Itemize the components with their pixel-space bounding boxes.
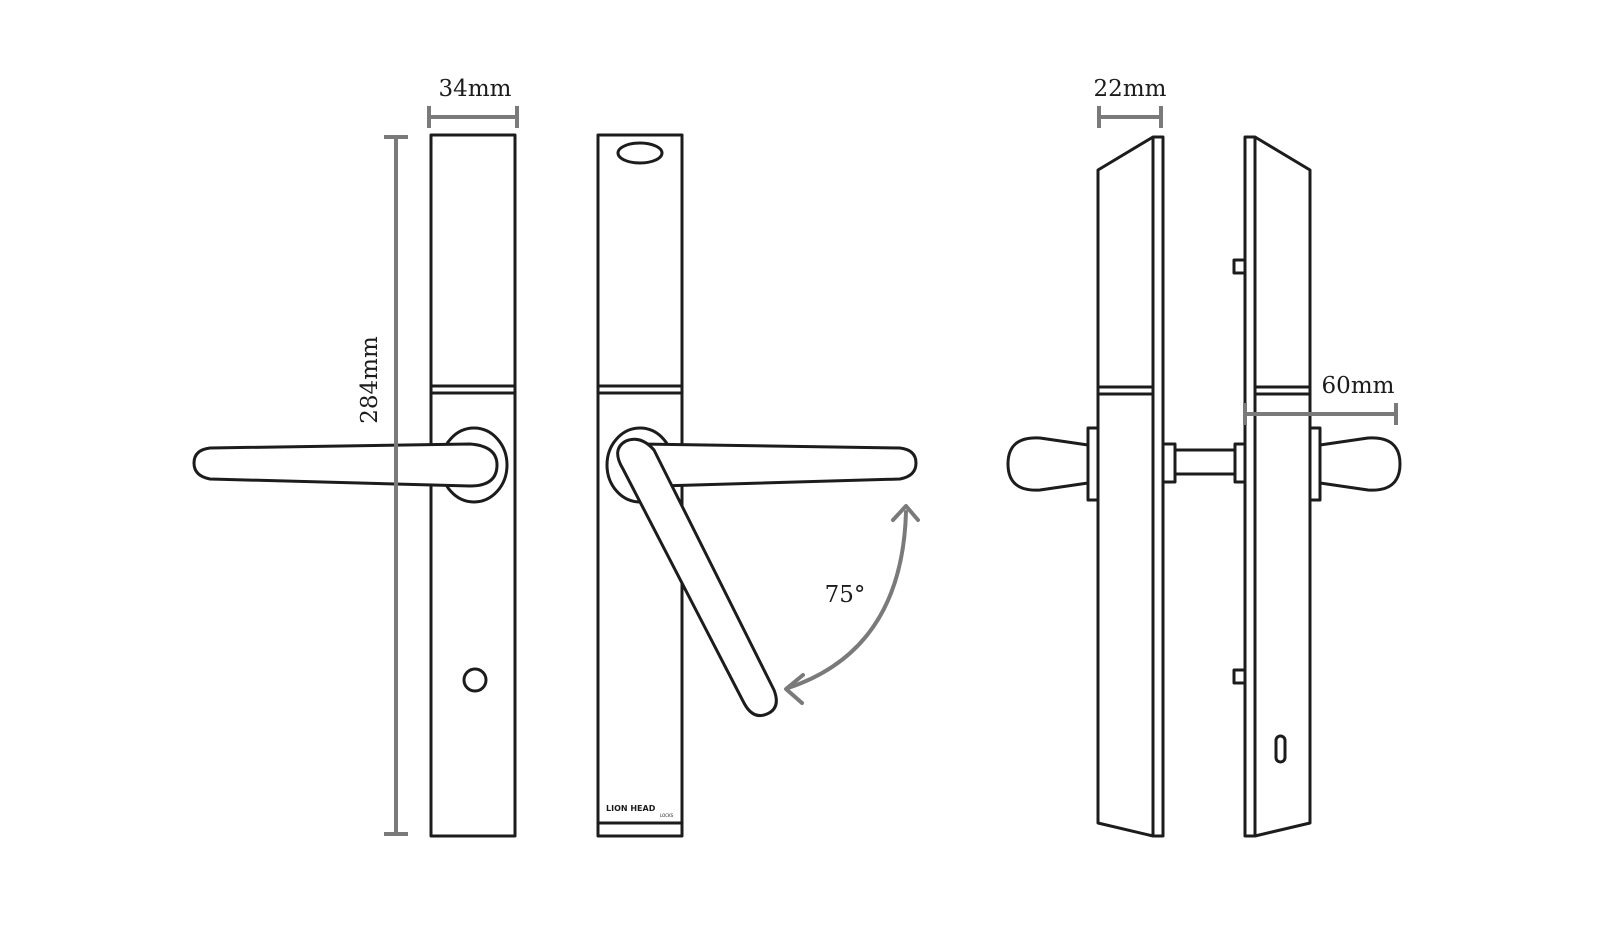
rotation-arrowhead-bottom [784,673,805,705]
rotation-arrowhead-top [891,504,920,522]
left-lever-end [1006,436,1090,492]
left-inner-collar [1161,442,1177,484]
height-dimension: 284mm [357,135,408,836]
logo-subtext: LOCKS [660,813,674,818]
brand-logo: LION HEAD LOCKS [598,804,682,825]
right-inner-collar [1233,442,1247,484]
fixing-lug-bottom [1232,668,1247,685]
front-keyhole [462,667,488,693]
side-keyhole [1274,734,1287,764]
rotation-label: 75° [825,582,866,608]
front-lever [192,442,499,488]
projection-label: 60mm [1322,373,1395,399]
rotation-arc [786,510,908,690]
depth-label: 22mm [1094,76,1167,102]
width-dimension-front: 34mm [427,76,519,128]
spindle [1173,448,1237,476]
logo-text: LION HEAD [606,804,656,813]
projection-dimension: 60mm [1243,373,1398,425]
top-cylinder-cover [616,141,664,165]
rotated-lever [616,437,778,718]
front-view-rotation: LION HEAD LOCKS [596,133,918,838]
rotation-dimension: 75° [784,504,920,705]
fixing-lug-top [1232,258,1247,275]
front-view [192,133,517,838]
side-view [1006,135,1402,838]
right-lever-end [1318,436,1402,492]
height-label: 284mm [357,336,383,424]
width-label-front: 34mm [439,76,512,102]
depth-dimension: 22mm [1094,76,1167,128]
